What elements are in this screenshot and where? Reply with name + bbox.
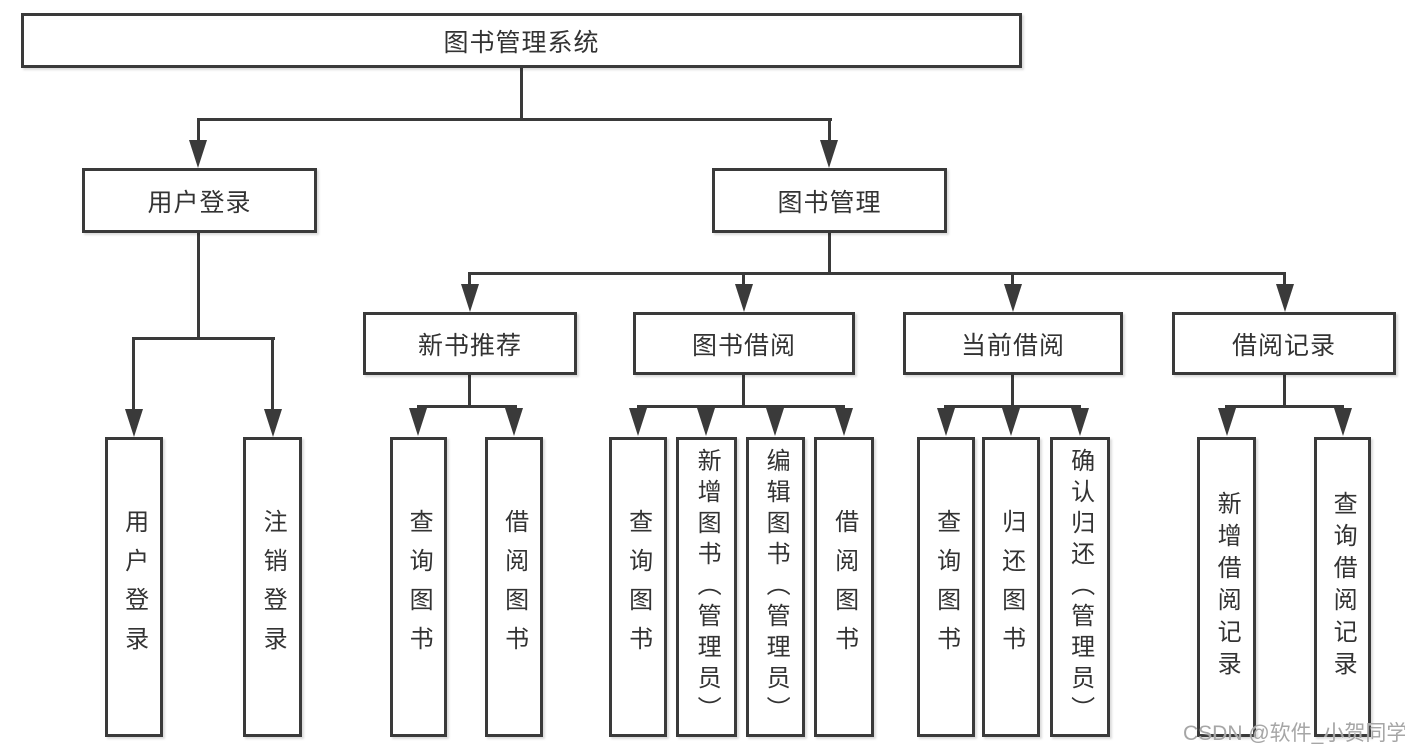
arrow-down-icon <box>1004 284 1022 312</box>
node-book-management: 图书管理 <box>712 168 947 233</box>
csdn-watermark: CSDN @软件_小贺同学 <box>1183 722 1405 745</box>
node-label: 图书管理系统 <box>443 28 600 57</box>
connector-line <box>742 272 745 286</box>
connector-line <box>1225 405 1344 408</box>
connector-line <box>271 337 274 411</box>
leaf-query-books-current: 查询图书 <box>917 437 975 737</box>
arrow-down-icon <box>1218 408 1236 436</box>
leaf-edit-book-admin: 编辑图书（管理员） <box>746 437 805 737</box>
leaf-query-books-borrowing: 查询图书 <box>609 437 667 737</box>
connector-line <box>197 118 832 121</box>
connector-line <box>197 233 200 339</box>
arrow-down-icon <box>820 140 838 168</box>
connector-line <box>417 405 517 408</box>
arrow-down-icon <box>629 408 647 436</box>
leaf-borrow-books-recommend: 借阅图书 <box>485 437 543 737</box>
arrow-down-icon <box>505 408 523 436</box>
node-label: 借阅图书 <box>500 509 528 665</box>
arrow-down-icon <box>125 409 143 437</box>
node-user-login: 用户登录 <box>82 168 317 233</box>
leaf-add-book-admin: 新增图书（管理员） <box>676 437 737 737</box>
connector-line <box>1011 272 1014 286</box>
arrow-down-icon <box>264 409 282 437</box>
node-current-borrowing: 当前借阅 <box>903 312 1123 375</box>
arrow-down-icon <box>937 408 955 436</box>
node-label: 编辑图书（管理员） <box>762 447 790 727</box>
connector-line <box>1011 375 1014 407</box>
leaf-query-books-recommend: 查询图书 <box>390 437 447 737</box>
connector-line <box>197 118 200 144</box>
arrow-down-icon <box>766 408 784 436</box>
connector-line <box>132 337 135 411</box>
node-label: 查询图书 <box>932 509 960 665</box>
arrow-down-icon <box>189 140 207 168</box>
connector-line <box>828 118 831 144</box>
leaf-query-borrow-record: 查询借阅记录 <box>1314 437 1371 737</box>
node-borrowing-records: 借阅记录 <box>1172 312 1396 375</box>
leaf-user-login: 用户登录 <box>105 437 163 737</box>
leaf-borrow-books-borrowing: 借阅图书 <box>814 437 874 737</box>
arrow-down-icon <box>1071 408 1089 436</box>
connector-line <box>1283 375 1286 407</box>
arrow-down-icon <box>1334 408 1352 436</box>
leaf-return-books: 归还图书 <box>982 437 1040 737</box>
node-library-system: 图书管理系统 <box>21 13 1022 68</box>
node-label: 查询借阅记录 <box>1329 491 1357 683</box>
node-label: 借阅记录 <box>1231 331 1336 360</box>
node-label: 新增借阅记录 <box>1213 491 1241 683</box>
arrow-down-icon <box>835 408 853 436</box>
arrow-down-icon <box>1002 408 1020 436</box>
connector-line <box>944 405 1081 408</box>
node-label: 确认归还（管理员） <box>1066 447 1094 727</box>
arrow-down-icon <box>461 284 479 312</box>
node-new-book-recommendation: 新书推荐 <box>363 312 577 375</box>
arrow-down-icon <box>409 408 427 436</box>
arrow-down-icon <box>697 408 715 436</box>
leaf-confirm-return-admin: 确认归还（管理员） <box>1050 437 1110 737</box>
connector-line <box>468 375 471 407</box>
connector-line <box>828 233 831 274</box>
node-label: 归还图书 <box>997 509 1025 665</box>
node-label: 图书管理 <box>777 188 882 217</box>
node-label: 新书推荐 <box>417 331 522 360</box>
connector-line <box>468 272 1286 275</box>
node-label: 借阅图书 <box>830 509 858 665</box>
arrow-down-icon <box>735 284 753 312</box>
arrow-down-icon <box>1276 284 1294 312</box>
connector-line <box>1283 272 1286 286</box>
node-label: 图书借阅 <box>691 331 796 360</box>
connector-line <box>742 375 745 407</box>
node-label: 当前借阅 <box>960 331 1065 360</box>
connector-line <box>132 337 275 340</box>
connector-line <box>520 68 523 118</box>
node-label: 查询图书 <box>405 509 433 665</box>
node-label: 查询图书 <box>624 509 652 665</box>
leaf-logout: 注销登录 <box>243 437 302 737</box>
leaf-add-borrow-record: 新增借阅记录 <box>1197 437 1256 737</box>
node-label: 注销登录 <box>259 509 287 665</box>
node-book-borrowing: 图书借阅 <box>633 312 855 375</box>
connector-line <box>468 272 471 286</box>
node-label: 用户登录 <box>147 188 252 217</box>
connector-line <box>637 405 845 408</box>
node-label: 用户登录 <box>120 509 148 665</box>
node-label: 新增图书（管理员） <box>693 447 721 727</box>
